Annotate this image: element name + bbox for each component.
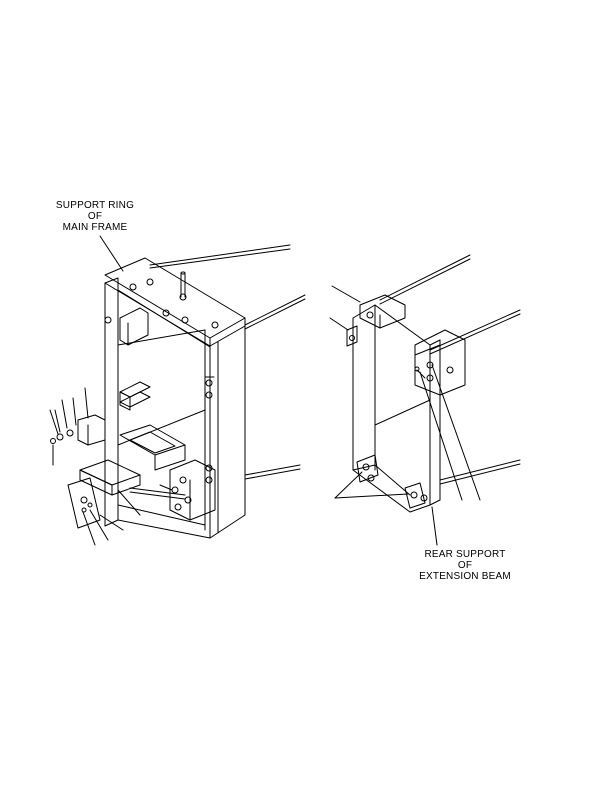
extension-beam-assembly — [329, 254, 521, 546]
callout-line: OF — [457, 560, 473, 571]
callout-line: OF — [87, 211, 103, 222]
main-frame-assembly — [49, 235, 306, 546]
callout-rear-support-extension-beam: REAR SUPPORT OF EXTENSION BEAM — [395, 549, 535, 582]
callout-line: EXTENSION BEAM — [419, 571, 511, 582]
callout-line: SUPPORT RING — [55, 200, 135, 211]
callout-line: MAIN FRAME — [62, 222, 128, 233]
callout-line: REAR SUPPORT — [424, 549, 506, 560]
callout-support-ring-main-frame: SUPPORT RING OF MAIN FRAME — [40, 200, 150, 233]
